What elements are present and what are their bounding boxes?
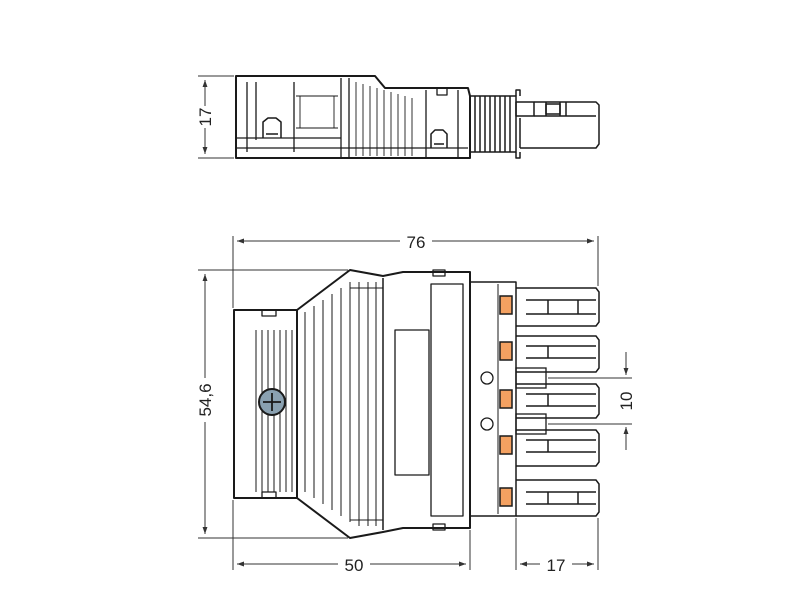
- dim-overall-height: 54,6: [195, 269, 348, 539]
- screw-icon: [258, 388, 286, 416]
- pin-1: [499, 287, 600, 327]
- pin-3: [499, 383, 600, 419]
- dim-overall-height-label: 54,6: [196, 383, 215, 416]
- side-view-housing: [235, 75, 471, 159]
- dim-pin-pitch: 10: [548, 352, 636, 450]
- dim-side-height: 17: [196, 75, 234, 159]
- dim-pin-length: 17: [515, 518, 599, 575]
- side-view-latch-left: [262, 117, 282, 138]
- dim-side-height-label: 17: [196, 108, 215, 127]
- side-view-pins: [469, 89, 600, 159]
- dim-body-width-label: 50: [345, 556, 364, 575]
- front-view-body: [296, 269, 471, 539]
- dim-pin-pitch-label: 10: [617, 392, 636, 411]
- dim-overall-width-label: 76: [407, 233, 426, 252]
- front-view-pins: [480, 287, 600, 517]
- front-view-ribs: [255, 282, 383, 526]
- side-view: [235, 75, 600, 159]
- side-view-latch-right: [430, 129, 448, 148]
- dim-overall-width: 76: [232, 230, 599, 308]
- dim-body-width: 50: [232, 500, 471, 575]
- pin-4: [499, 429, 600, 467]
- front-view-window: [394, 329, 430, 476]
- dim-pin-length-label: 17: [547, 556, 566, 575]
- coding-elements: [480, 367, 547, 435]
- front-view: [233, 269, 517, 539]
- pin-2: [499, 335, 600, 373]
- pin-5: [499, 479, 600, 517]
